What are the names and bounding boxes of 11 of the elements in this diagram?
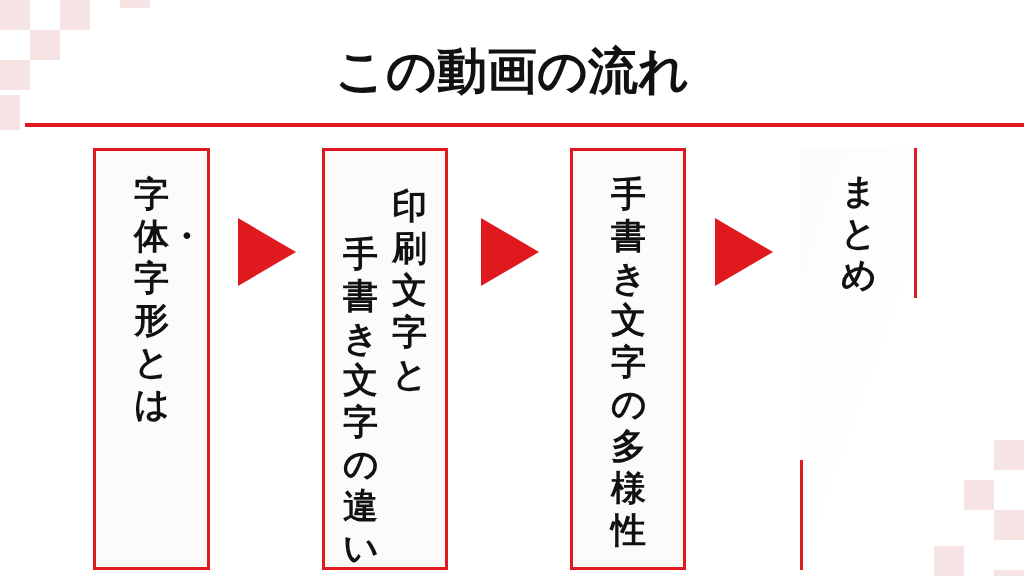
step-box	[322, 148, 448, 570]
arrow	[715, 218, 773, 286]
title: この動画の流れ	[334, 44, 690, 99]
arrow	[238, 218, 296, 286]
step-label: まとめ	[840, 170, 878, 296]
step-label: 印刷文字と手書き文字の違い	[342, 185, 429, 569]
step-label: 手書き文字の多様性	[608, 173, 648, 551]
step-label: 字体・字形とは	[132, 173, 205, 425]
step-box	[93, 148, 210, 570]
step-box	[570, 148, 686, 570]
arrow	[481, 218, 539, 286]
